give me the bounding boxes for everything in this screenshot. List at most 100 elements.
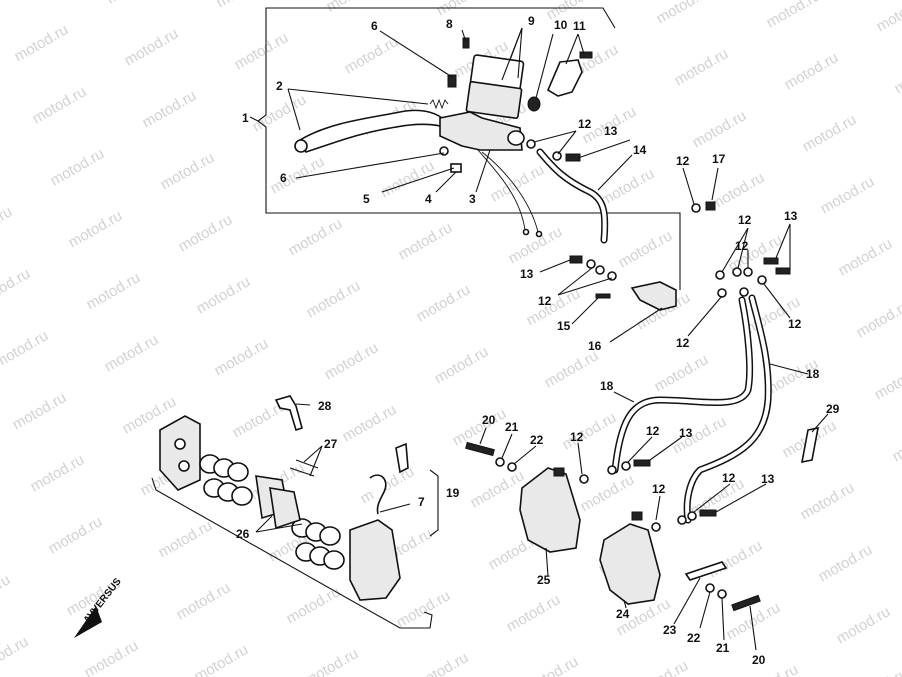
washer <box>705 583 715 593</box>
callout: 9 <box>528 14 535 28</box>
watermark-text: motod.ru <box>432 343 492 387</box>
watermark-text: motod.ru <box>874 0 902 35</box>
brake-switch-wires <box>477 149 539 233</box>
caliper-bolt <box>465 441 495 457</box>
watermark-text: motod.ru <box>194 273 254 317</box>
watermark-text: motod.ru <box>158 149 218 193</box>
callout: 12 <box>570 430 584 444</box>
watermark-text: motod.ru <box>854 297 902 341</box>
watermark-text: motod.ru <box>122 25 182 69</box>
watermark-text: motod.ru <box>212 335 272 379</box>
master-cylinder-body <box>439 111 523 151</box>
bracket <box>546 59 583 97</box>
screw <box>447 74 457 88</box>
watermark-text: motod.ru <box>396 219 456 263</box>
watermark-text: motod.ru <box>706 537 766 581</box>
copper-washer <box>739 287 749 297</box>
watermark-text: motod.ru <box>394 587 454 631</box>
callout: 11 <box>573 19 586 33</box>
watermark-text: motod.ru <box>672 45 732 89</box>
copper-washer <box>595 265 605 275</box>
spring <box>429 98 449 110</box>
watermark-text: motod.ru <box>818 173 878 217</box>
callout: 27 <box>324 437 338 451</box>
callout: 12 <box>676 336 690 350</box>
bleed-valve <box>395 442 409 474</box>
banjo-bolt <box>775 267 791 275</box>
watermark-text: motod.ru <box>632 657 692 677</box>
watermark-text: motod.ru <box>214 0 274 11</box>
callout: 12 <box>652 482 666 496</box>
upper-brake-hose-core <box>538 150 607 242</box>
copper-washer <box>651 522 661 532</box>
banjo-bolt <box>633 459 651 467</box>
watermark-text: motod.ru <box>0 327 51 371</box>
watermark-text: motod.ru <box>268 153 328 197</box>
callout: 1 <box>242 111 249 125</box>
callout: 23 <box>663 623 677 637</box>
callout: 12 <box>578 117 592 131</box>
banjo-bolt <box>763 257 779 265</box>
watermark-text: motod.ru <box>302 645 362 677</box>
callout: 18 <box>806 367 820 381</box>
watermark-text: motod.ru <box>232 29 292 73</box>
callout: 12 <box>676 154 690 168</box>
watermark-text: motod.ru <box>834 603 894 647</box>
callout: 12 <box>788 317 802 331</box>
clip <box>369 474 387 515</box>
watermark-text: motod.ru <box>0 633 31 677</box>
screw <box>579 51 593 59</box>
washer <box>691 203 701 213</box>
copper-washer <box>586 259 596 269</box>
watermark-text: motod.ru <box>560 409 620 453</box>
callout: 4 <box>425 192 432 206</box>
watermark-text: motod.ru <box>10 389 70 433</box>
watermark-text: motod.ru <box>504 591 564 635</box>
watermark-text: motod.ru <box>102 331 162 375</box>
watermark-text: motod.ru <box>782 49 842 93</box>
callout: 12 <box>538 294 552 308</box>
callout: 13 <box>679 426 693 440</box>
watermark-text: motod.ru <box>468 467 528 511</box>
callout: 2 <box>276 79 283 93</box>
watermark-text: motod.ru <box>48 145 108 189</box>
copper-washer <box>621 461 631 471</box>
watermark-text: motod.ru <box>524 285 584 329</box>
copper-washer <box>743 267 753 277</box>
right-caliper <box>599 523 661 605</box>
watermark-text: motod.ru <box>0 203 15 247</box>
caliper-port <box>178 460 190 472</box>
reservoir <box>465 80 523 120</box>
copper-washer <box>717 288 727 298</box>
callout: 13 <box>784 209 798 223</box>
wire-terminal <box>535 230 543 238</box>
bleed-screw <box>631 511 643 521</box>
pad-retainer <box>274 395 303 432</box>
callout: 19 <box>446 486 460 500</box>
callout: 22 <box>687 631 701 645</box>
watermark-text: motod.ru <box>340 401 400 445</box>
callout: 21 <box>505 420 519 434</box>
watermark-text: motod.ru <box>304 277 364 321</box>
callout: 6 <box>371 19 378 33</box>
watermark-text: motod.ru <box>176 211 236 255</box>
watermark-text: motod.ru <box>0 0 53 3</box>
watermark-text: motod.ru <box>192 641 252 677</box>
callout: 10 <box>554 18 568 32</box>
watermark-text: motod.ru <box>652 351 712 395</box>
watermark-text: motod.ru <box>342 33 402 77</box>
watermark-text: motod.ru <box>250 91 310 135</box>
watermark-text: motod.ru <box>82 637 142 677</box>
callout: 6 <box>280 171 287 185</box>
callout: 13 <box>604 124 618 138</box>
watermark-text: motod.ru <box>450 405 510 449</box>
watermark-text: motod.ru <box>852 665 902 677</box>
caliper-body-inner <box>349 519 401 601</box>
watermark-text: motod.ru <box>284 583 344 627</box>
callout: 29 <box>826 402 840 416</box>
leader-lines <box>249 27 829 651</box>
brake-pad <box>269 487 301 530</box>
callout: 20 <box>752 653 766 667</box>
watermark-text: motod.ru <box>434 0 494 19</box>
